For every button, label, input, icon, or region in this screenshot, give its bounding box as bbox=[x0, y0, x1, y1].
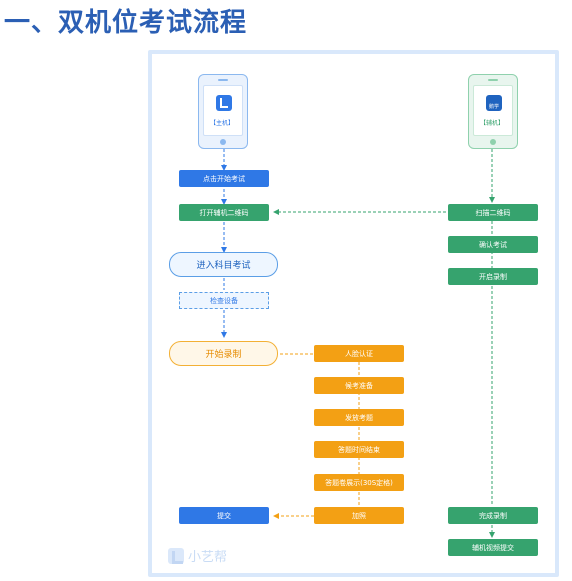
node-start-exam: 点击开始考试 bbox=[179, 170, 269, 187]
node-show-paper: 答题卷展示(30S定格) bbox=[314, 474, 404, 491]
node-open-qr: 打开辅机二维码 bbox=[179, 204, 269, 221]
node-start-record: 开始录制 bbox=[169, 341, 278, 366]
page-title: 一、双机位考试流程 bbox=[4, 8, 248, 38]
main-phone-icon: 【主机】 bbox=[198, 74, 248, 149]
node-submit: 提交 bbox=[179, 507, 269, 524]
node-answer-end: 答题时间结束 bbox=[314, 441, 404, 458]
aux-phone-icon: 鹅学 【辅机】 bbox=[468, 74, 518, 149]
node-issue-paper: 发放考题 bbox=[314, 409, 404, 426]
node-face-auth: 人脸认证 bbox=[314, 345, 404, 362]
node-prep: 候考准备 bbox=[314, 377, 404, 394]
main-app-icon bbox=[216, 95, 232, 111]
node-start-recording: 开启录制 bbox=[448, 268, 538, 285]
node-enter-subject: 进入科目考试 bbox=[169, 252, 278, 277]
aux-phone-label: 【辅机】 bbox=[480, 120, 505, 127]
aux-app-text: 鹅学 bbox=[488, 104, 499, 110]
main-phone-label: 【主机】 bbox=[210, 120, 235, 127]
node-finish-recording: 完成录制 bbox=[448, 507, 538, 524]
node-scan-qr: 扫描二维码 bbox=[448, 204, 538, 221]
node-add-photo: 加照 bbox=[314, 507, 404, 524]
node-confirm-exam: 确认考试 bbox=[448, 236, 538, 253]
brand-logo: 小艺帮 bbox=[168, 546, 227, 565]
brand-logo-text: 小艺帮 bbox=[188, 550, 228, 565]
brand-logo-icon bbox=[168, 547, 184, 564]
node-submit-video: 辅机视频提交 bbox=[448, 539, 538, 556]
aux-app-icon: 鹅学 bbox=[486, 95, 502, 111]
node-check-device: 检查设备 bbox=[179, 292, 269, 309]
